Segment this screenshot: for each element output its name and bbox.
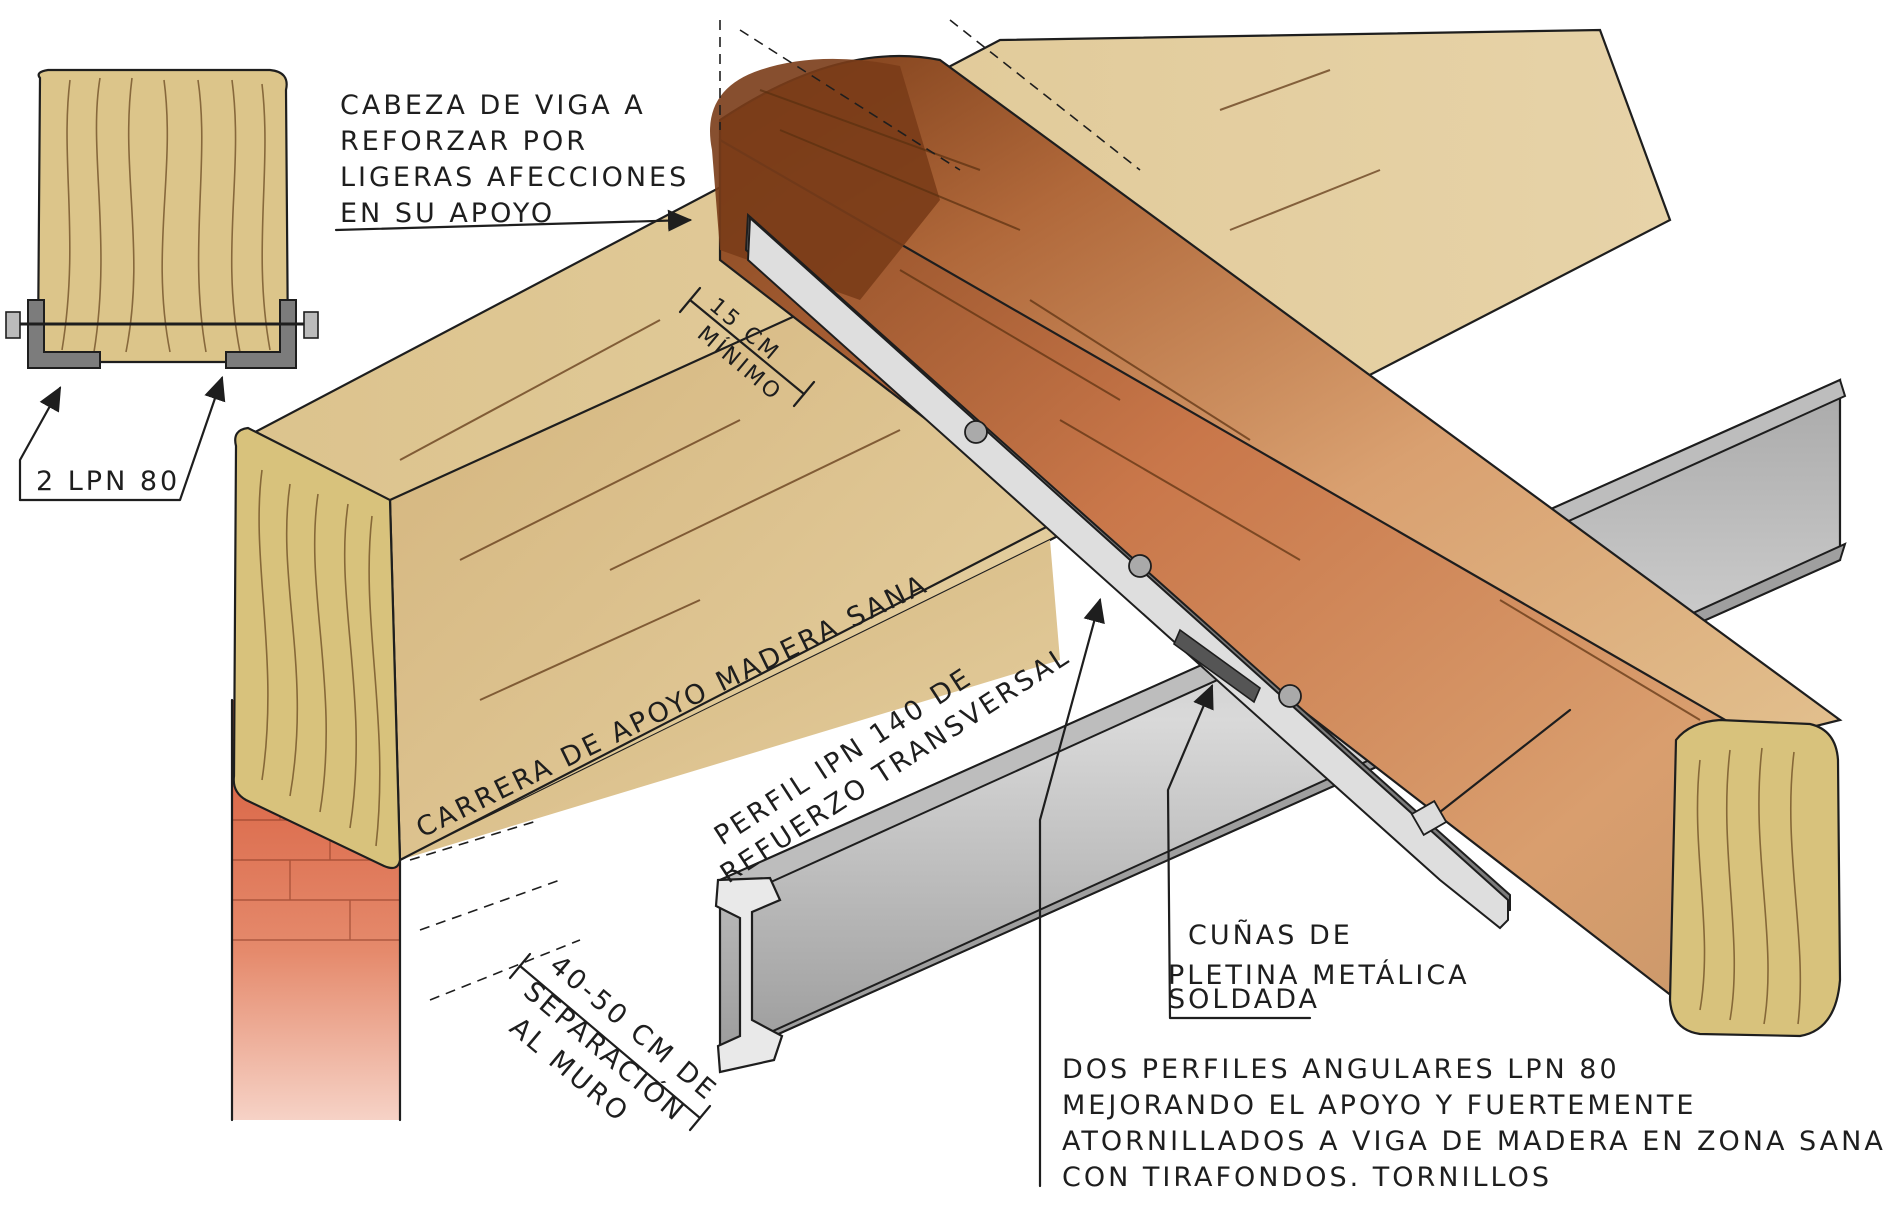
wedges-leader (1166, 683, 1312, 1020)
inset-leader-right (18, 375, 226, 502)
wall-hidden-lines (409, 819, 581, 1001)
callout-beam-head: CABEZA DE VIGA A REFORZAR POR LIGERAS AF… (334, 90, 693, 232)
ipn-end-section (714, 876, 784, 1074)
damaged-end-grain-lines (1696, 747, 1802, 1025)
angle-profiles-line2: MEJORANDO EL APOYO Y FUERTEMENTE (1062, 1090, 1696, 1121)
dim-15cm-line (688, 298, 806, 396)
inset-bolt-nut (303, 311, 319, 339)
support-beam-side (400, 540, 1060, 860)
lag-screw-head (1410, 799, 1448, 837)
beam-hidden-lines (719, 19, 1141, 171)
support-beam-end-grain (232, 426, 402, 870)
dim-wall-gap-tick-b (688, 1104, 712, 1132)
inset-right-angle (225, 299, 297, 369)
lag-screw (1438, 708, 1572, 814)
dim-wall-gap-tick-a (508, 952, 532, 980)
wedges-line3: SOLDADA (1168, 984, 1320, 1015)
wedges-line2: PLETINA METÁLICA (1168, 959, 1470, 991)
welded-wedge (1173, 628, 1261, 704)
angle-profiles-leader (1038, 597, 1105, 1188)
section-inset: 2 LPN 80 (5, 68, 319, 502)
beam-head-line1: CABEZA DE VIGA A (340, 90, 646, 121)
inset-leader-left (18, 386, 62, 502)
beam-head-leader (334, 209, 693, 232)
inset-bolt-head (5, 311, 21, 339)
inset-left-angle (27, 299, 101, 369)
damaged-beam-grain (759, 89, 1701, 721)
lpn80-angle-face (746, 215, 1509, 930)
bolt-3 (1278, 684, 1302, 708)
damaged-beam (710, 19, 1843, 1038)
callout-wedges: CUÑAS DE PLETINA METÁLICA SOLDADA (1166, 683, 1470, 1020)
angle-profiles-line4: CON TIRAFONDOS. TORNILLOS (1062, 1162, 1552, 1193)
support-side-grain (399, 69, 1381, 701)
support-end-grain-lines (258, 469, 381, 847)
lpn80-angle (744, 212, 1572, 930)
dim-15cm-tick-b (792, 380, 816, 408)
dim-wall-gap-line (518, 964, 702, 1120)
dim-15cm-tick-a (678, 286, 702, 314)
wedges-line1: CUÑAS DE (1188, 919, 1353, 951)
bolt-1 (964, 420, 988, 444)
bolt-2 (1128, 554, 1152, 578)
dimension-wall-gap: 40-50 CM DE SEPARACIÓN AL MURO (504, 950, 723, 1132)
inset-wood-grain (61, 77, 271, 353)
inset-profiles-label: 2 LPN 80 (36, 466, 180, 497)
angle-profiles-line3: ATORNILLADOS A VIGA DE MADERA EN ZONA SA… (1062, 1126, 1886, 1157)
angle-profiles-line1: DOS PERFILES ANGULARES LPN 80 (1062, 1054, 1620, 1085)
inset-beam-section (36, 68, 290, 364)
callout-angle-profiles: DOS PERFILES ANGULARES LPN 80 MEJORANDO … (1038, 597, 1886, 1193)
beam-head-line3: LIGERAS AFECCIONES (340, 162, 689, 193)
damaged-beam-end-grain (1668, 718, 1842, 1038)
beam-head-line2: REFORZAR POR (340, 126, 588, 157)
